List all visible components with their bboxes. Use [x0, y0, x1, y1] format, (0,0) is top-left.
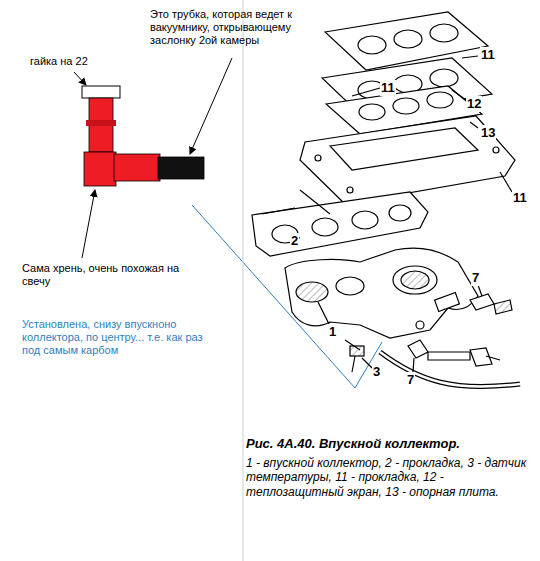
note-text: Сама хрень, очень похожая на свечу — [22, 262, 192, 288]
leader-arrow — [74, 72, 86, 85]
callout-number: 7 — [471, 270, 480, 286]
note-text: гайка на 22 — [30, 55, 120, 68]
figure-caption: Рис. 4А.40. Впускной коллектор. — [246, 436, 460, 452]
callout-number: 1 — [328, 324, 337, 340]
callout-number: 11 — [480, 47, 496, 63]
fitting-sketch — [82, 86, 204, 186]
callout-number: 3 — [372, 364, 381, 380]
callout-number: 11 — [512, 190, 528, 206]
callout-number: 11 — [380, 80, 396, 96]
caption-body: 1 - впускной коллектор, 2 - прокладка, 3… — [246, 456, 531, 499]
leader-arrow — [190, 58, 232, 154]
scan-edge — [243, 0, 244, 561]
callout-number: 7 — [406, 372, 415, 388]
callout-number: 12 — [466, 96, 482, 112]
manifold-drawing — [252, 12, 520, 387]
note-text: Это трубка, которая ведет к вакуумнику, … — [150, 8, 330, 48]
note-text: Установлена, снизу впускноно коллектора,… — [22, 318, 207, 358]
callout-number: 13 — [480, 125, 496, 141]
callout-number: 2 — [290, 233, 299, 249]
leader-arrow — [82, 190, 95, 258]
